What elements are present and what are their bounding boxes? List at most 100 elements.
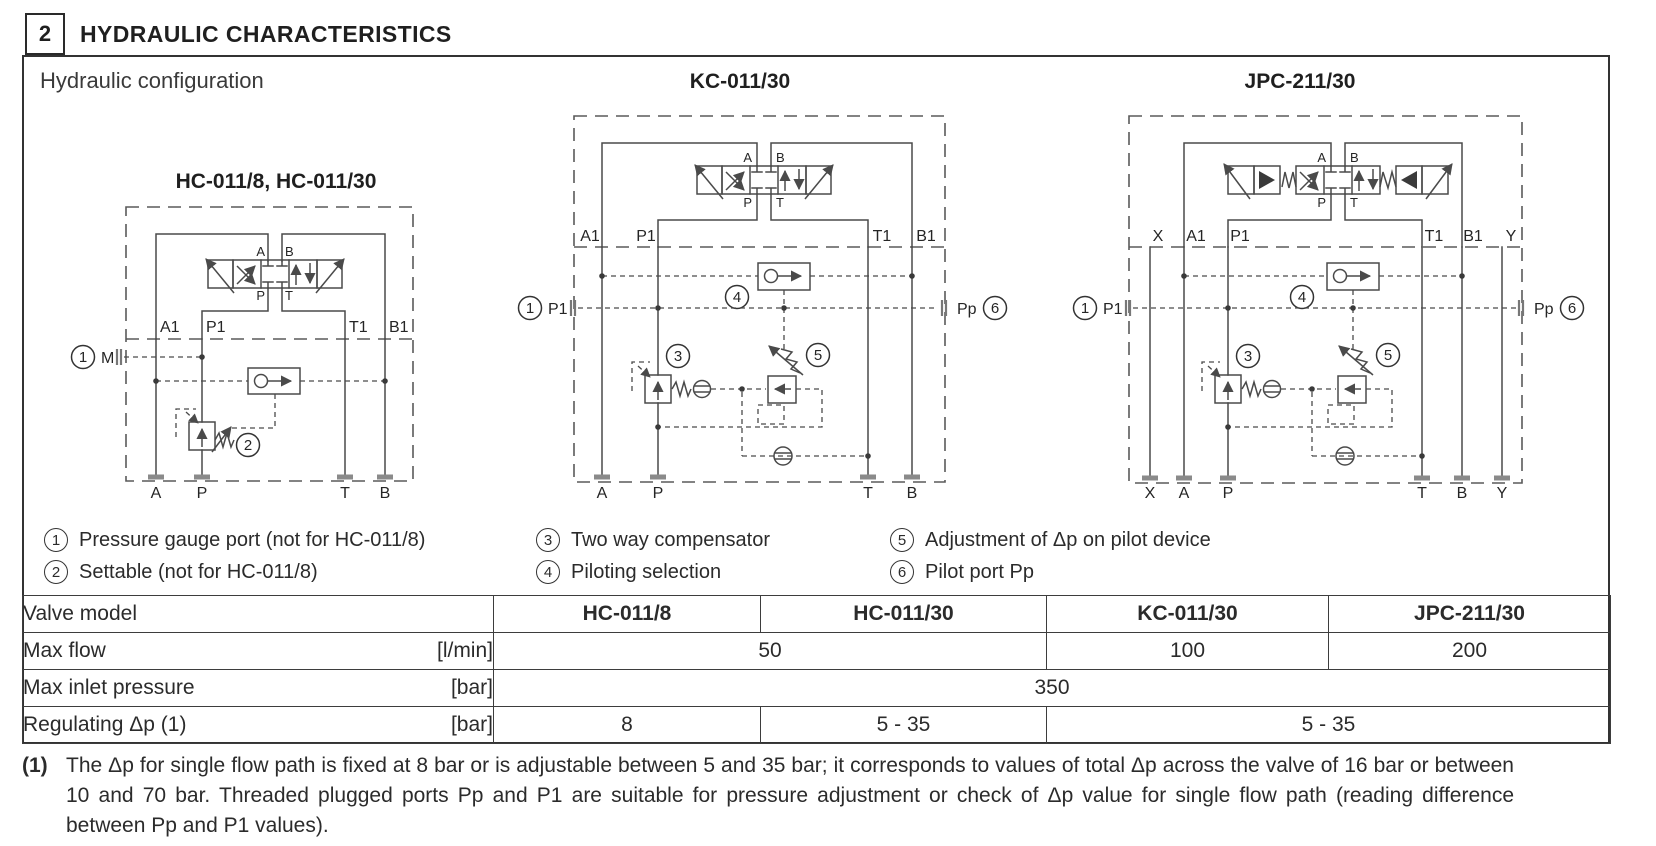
- bottom-port-b: B: [380, 485, 391, 502]
- row-label-text: Max inlet pressure: [23, 676, 195, 699]
- model-header: HC-011/30: [760, 595, 1047, 633]
- right-port-label: Pp: [957, 301, 977, 318]
- page-title: HYDRAULIC CHARACTERISTICS: [80, 21, 452, 47]
- port-label-a1: A1: [1186, 228, 1206, 245]
- table-cell: 8: [493, 706, 761, 744]
- section-number: 2: [25, 13, 65, 55]
- svg-text:5: 5: [814, 347, 822, 364]
- port-label-p1: P1: [206, 319, 226, 336]
- bottom-port-y: Y: [1497, 485, 1508, 502]
- callout-4-piloting: 4: [724, 284, 750, 310]
- svg-text:3: 3: [1244, 348, 1252, 365]
- table-cell: 5 - 35: [1046, 706, 1611, 744]
- table-row-models: Valve model HC-011/8 HC-011/30 KC-011/30…: [22, 595, 1611, 633]
- legend-text: Adjustment of Δp on pilot device: [925, 528, 1211, 551]
- footnote-text: The Δp for single flow path is fixed at …: [66, 754, 1514, 837]
- callout-number-icon: 2: [44, 560, 68, 584]
- valve-port-a: A: [1317, 150, 1326, 165]
- bottom-port-b: B: [907, 485, 918, 502]
- bottom-port-a: A: [1179, 485, 1190, 502]
- hydraulic-diagram-kc: A B P T A1 P1 T1 B1 A P T B 4 1: [517, 115, 1008, 502]
- spring-icon: [671, 379, 692, 399]
- diagram-title-hc: HC-011/8, HC-011/30: [175, 170, 377, 193]
- port-label-b1: B1: [389, 319, 409, 336]
- two-way-compensator-symbol: [631, 361, 712, 404]
- callout-1-gauge-port: 1 P1: [1072, 295, 1132, 321]
- spring-icon: [1241, 379, 1262, 399]
- pilot-relief-symbol: [1225, 345, 1393, 430]
- valve-port-t: T: [1350, 195, 1358, 210]
- callout-1-gauge-port: 1 M: [70, 344, 205, 370]
- right-port-label: Pp: [1534, 301, 1554, 318]
- port-label-a1: A1: [160, 319, 180, 336]
- valve-port-t: T: [776, 195, 784, 210]
- pilot-relief-symbol: [655, 345, 823, 430]
- spring-icon: [1350, 348, 1371, 374]
- valve-port-p: P: [1317, 195, 1326, 210]
- orifice-icon: [773, 446, 793, 466]
- hydraulic-diagram-jpc: A B P T X A1 P1 T1 B1 Y X A P T B Y 4: [1072, 115, 1585, 502]
- bottom-port-p: P: [653, 485, 664, 502]
- valve-port-b: B: [285, 244, 294, 259]
- callout-6-pilot-port: Pp 6: [940, 295, 1008, 321]
- port-label-y: Y: [1506, 228, 1517, 245]
- callout-6-pilot-port: Pp 6: [1517, 295, 1585, 321]
- table-cell: 50: [493, 632, 1047, 670]
- orifice-icon: [1335, 446, 1355, 466]
- callout-number-icon: 5: [890, 528, 914, 552]
- svg-text:6: 6: [1568, 300, 1576, 317]
- bottom-port-a: A: [151, 485, 162, 502]
- valve-port-a: A: [256, 244, 265, 259]
- directional-valve-symbol: A B P T: [694, 150, 834, 210]
- svg-text:3: 3: [674, 348, 682, 365]
- legend-text: Pilot port Pp: [925, 560, 1034, 583]
- hydraulic-diagram-hc: A B P T A1 P1 T1 B1 A P T B 1 M: [70, 206, 414, 502]
- directional-valve-symbol: A B P T: [205, 244, 345, 303]
- diagram-title-kc: KC-011/30: [689, 70, 791, 93]
- bottom-port-t: T: [340, 485, 350, 502]
- table-row-max-inlet-pressure: Max inlet pressure[bar] 350: [22, 669, 1611, 707]
- diagram-title-jpc: JPC-211/30: [1244, 70, 1356, 93]
- port-label-t1: T1: [1425, 228, 1444, 245]
- callout-3-compensator: 3: [665, 343, 691, 369]
- port-label-b1: B1: [916, 228, 936, 245]
- bottom-port-t: T: [863, 485, 873, 502]
- settable-compensator-symbol: [175, 408, 235, 453]
- svg-text:1: 1: [526, 300, 534, 317]
- valve-port-p: P: [256, 288, 265, 303]
- valve-boundary-box: [573, 115, 946, 483]
- svg-text:4: 4: [733, 289, 741, 306]
- bottom-port-t: T: [1417, 485, 1427, 502]
- table-cell: 5 - 35: [760, 706, 1047, 744]
- callout-4-piloting: 4: [1289, 284, 1315, 310]
- callout-number-icon: 4: [536, 560, 560, 584]
- svg-text:2: 2: [244, 437, 252, 454]
- left-port-label: P1: [1103, 301, 1123, 318]
- port-label-a1: A1: [580, 228, 600, 245]
- callout-number-icon: 1: [44, 528, 68, 552]
- piloting-selector-symbol: [247, 367, 301, 395]
- spring-icon: [1379, 169, 1397, 191]
- valve-boundary-box: [125, 206, 414, 482]
- row-label: Max flow[l/min]: [22, 632, 494, 670]
- callout-5-adjustment: 5: [1375, 342, 1401, 368]
- bottom-port-p: P: [197, 485, 208, 502]
- callout-1-gauge-port: 1 P1: [517, 295, 577, 321]
- port-label-b1: B1: [1463, 228, 1483, 245]
- plug-icon: [1517, 300, 1525, 316]
- valve-port-a: A: [743, 150, 752, 165]
- table-cell: 350: [493, 669, 1611, 707]
- proportional-valve-symbol: A B P T: [1223, 150, 1453, 210]
- svg-text:5: 5: [1384, 347, 1392, 364]
- port-label-t1: T1: [349, 319, 368, 336]
- solenoid-icon: [1401, 171, 1417, 189]
- plug-icon: [569, 300, 577, 316]
- solenoid-icon: [1259, 171, 1275, 189]
